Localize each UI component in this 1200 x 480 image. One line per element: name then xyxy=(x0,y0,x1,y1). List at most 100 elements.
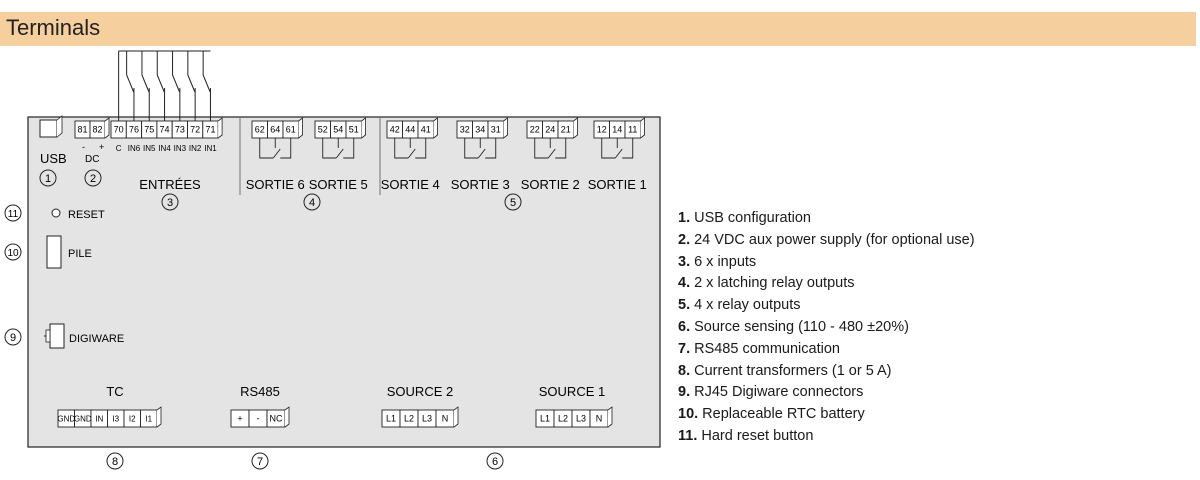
terminal-block-edge xyxy=(607,406,613,428)
terminal-label: L2 xyxy=(404,414,414,424)
latching-callout: 4 xyxy=(309,197,315,209)
rs485-callout: 7 xyxy=(257,456,263,468)
dc-callout: 2 xyxy=(90,173,96,185)
terminal-label: L2 xyxy=(558,414,568,424)
source1-label: SOURCE 1 xyxy=(539,384,605,399)
legend-item: 10.Replaceable RTC battery xyxy=(678,406,865,423)
terminal-label: 24 xyxy=(545,125,555,135)
source-callout-circle xyxy=(486,452,504,470)
relay-contact-arm xyxy=(547,148,556,159)
terminal-label: 42 xyxy=(390,125,400,135)
terminal-label: 76 xyxy=(129,125,139,135)
switch-contact xyxy=(172,74,181,93)
relay-contact-no xyxy=(622,138,634,159)
switch-contact xyxy=(141,74,150,93)
relay-contact-line xyxy=(601,138,616,159)
terminal-label: 14 xyxy=(612,125,622,135)
output-label: SORTIE 3 xyxy=(451,177,510,192)
source-callout: 6 xyxy=(492,456,498,468)
input-label: IN5 xyxy=(143,144,156,153)
terminal-label: + xyxy=(237,414,242,424)
latching-callout-circle xyxy=(303,193,321,211)
terminal-block-edge xyxy=(573,117,578,139)
terminal-label: 64 xyxy=(270,125,280,135)
output-label: SORTIE 2 xyxy=(521,177,580,192)
output-label: SORTIE 1 xyxy=(588,177,647,192)
terminal-block-edge xyxy=(640,117,645,139)
terminal-label: L1 xyxy=(540,414,550,424)
terminal-label: N xyxy=(442,414,449,424)
legend-item: 1.USB configuration xyxy=(678,210,811,226)
terminal-block-edge xyxy=(217,117,223,139)
terminal-label: NC xyxy=(270,414,283,424)
usb-label: USB xyxy=(40,151,67,166)
terminal-label: 22 xyxy=(530,125,540,135)
legend-list: 1.USB configuration 2.24 VDC aux power s… xyxy=(678,208,1178,448)
dc-minus: - xyxy=(82,142,85,152)
relay-contact-line xyxy=(259,138,274,159)
relay-callout-circle xyxy=(504,193,522,211)
rj45-port-icon xyxy=(49,323,65,349)
terminal-block-edge xyxy=(298,117,303,139)
reset-callout-circle xyxy=(4,204,22,222)
terminal-label: GND xyxy=(57,414,75,423)
output-label: SORTIE 4 xyxy=(381,177,440,192)
relay-contact-line xyxy=(322,138,337,159)
source2-label: SOURCE 2 xyxy=(387,384,453,399)
legend-item: 8.Current transformers (1 or 5 A) xyxy=(678,362,892,379)
terminal-label: 44 xyxy=(405,125,415,135)
usb-port-icon xyxy=(39,119,58,138)
relay-contact-no xyxy=(415,138,427,159)
legend-item: 6.Source sensing (110 - 480 ±20%) xyxy=(678,318,909,335)
legend-item: 11.Hard reset button xyxy=(678,427,814,444)
terminal-label: I2 xyxy=(129,414,136,423)
relay-contact-no xyxy=(485,138,497,159)
terminal-label: L3 xyxy=(422,414,432,424)
reset-label: RESET xyxy=(68,209,105,221)
dc-plus: + xyxy=(99,142,104,152)
terminal-block-edge xyxy=(503,117,508,139)
pile-callout-circle xyxy=(4,243,22,261)
relay-contact-arm xyxy=(407,148,416,159)
terminal-label: 11 xyxy=(628,125,637,135)
terminal-label: 52 xyxy=(318,125,328,135)
battery-icon xyxy=(46,235,62,269)
relay-contact-no xyxy=(280,138,292,159)
input-switch-wiring xyxy=(118,50,211,121)
section-header: Terminals xyxy=(0,0,1200,46)
terminal-label: 73 xyxy=(175,125,185,135)
entrees-callout-circle xyxy=(161,193,179,211)
legend-item: 3.6 x inputs xyxy=(678,253,757,270)
dc-terminal-block: 81 82 xyxy=(74,117,110,139)
terminal-block-edge xyxy=(104,117,110,139)
digiware-label: DIGIWARE xyxy=(69,333,124,345)
tc-callout: 8 xyxy=(112,456,118,468)
pile-label: PILE xyxy=(68,248,92,260)
terminal-label: 82 xyxy=(92,125,102,135)
input-label: IN6 xyxy=(128,144,141,153)
relay-contact-arm xyxy=(614,148,623,159)
entrees-callout: 3 xyxy=(167,197,173,209)
switch-contact xyxy=(156,74,165,93)
reset-button-icon xyxy=(51,208,61,218)
pile-callout: 10 xyxy=(7,248,19,259)
terminal-label: 70 xyxy=(114,125,124,135)
legend-item: 2.24 VDC aux power supply (for optional … xyxy=(678,231,975,248)
terminal-label: 61 xyxy=(286,125,296,135)
terminal-label: L3 xyxy=(576,414,586,424)
rs485-callout-circle xyxy=(251,452,269,470)
terminal-label: 72 xyxy=(190,125,200,135)
terminal-label: 62 xyxy=(255,125,265,135)
relay-contact-no xyxy=(343,138,355,159)
input-label: IN3 xyxy=(174,144,187,153)
terminal-block-edge xyxy=(284,406,290,428)
terminal-label: 81 xyxy=(77,125,87,135)
terminal-label: 41 xyxy=(421,125,431,135)
rj45-port-tab xyxy=(45,329,51,343)
terminal-label: 71 xyxy=(205,125,215,135)
digiware-callout-circle xyxy=(4,328,22,346)
